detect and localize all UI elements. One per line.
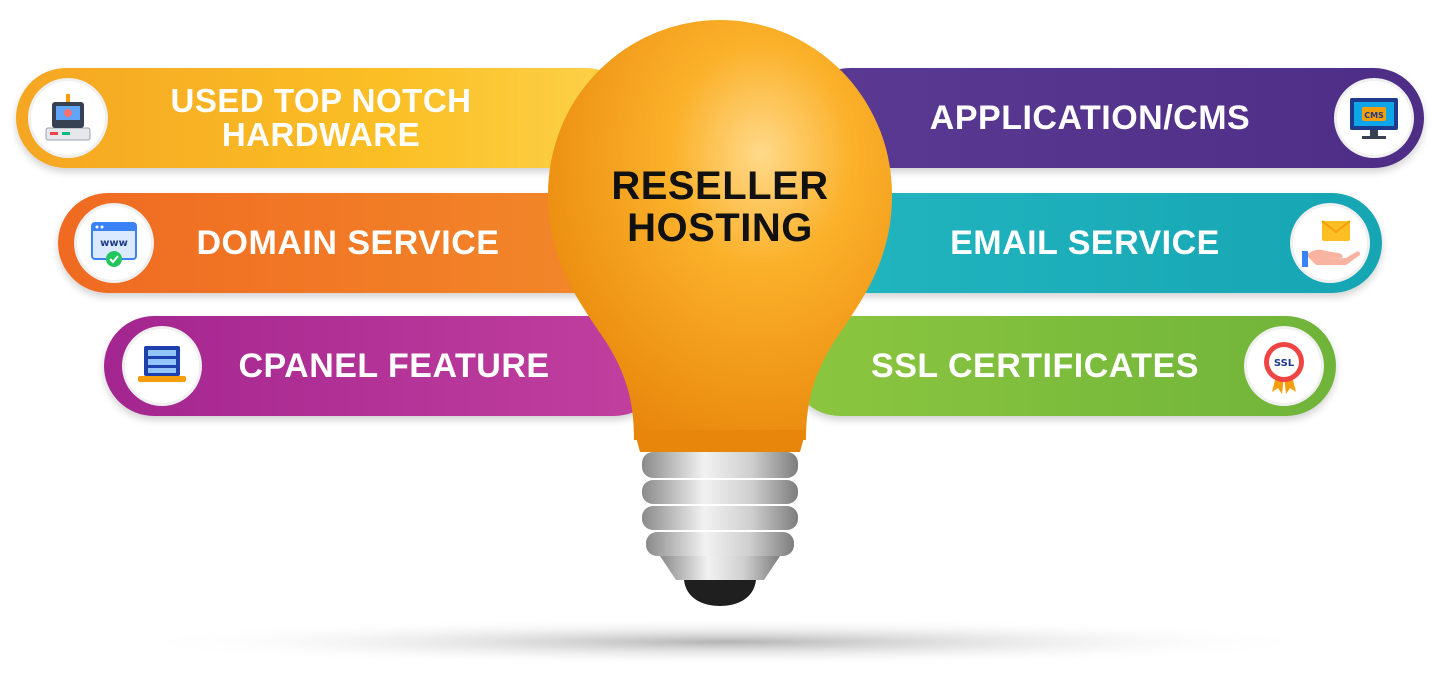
feature-hardware-label-line2: HARDWARE [221, 116, 421, 153]
feature-ssl-label: SSL CERTIFICATES [871, 347, 1199, 385]
feature-ssl: SSL CERTIFICATES SSL [790, 316, 1336, 416]
www-browser-icon: www [74, 203, 154, 283]
bulb-base-ring-2 [642, 480, 798, 504]
feature-hardware-label-line1: USED TOP NOTCH [170, 82, 472, 119]
feature-cms: APPLICATION/CMS CMS [800, 68, 1424, 168]
feature-cms-label: APPLICATION/CMS [929, 99, 1251, 137]
bulb-title: RESELLER HOSTING [565, 165, 875, 249]
feature-cpanel-label: CPANEL FEATURE [238, 347, 550, 385]
ground-shadow [126, 618, 1326, 666]
ssl-badge-icon: SSL [1244, 326, 1324, 406]
feature-email: EMAIL SERVICE [800, 193, 1382, 293]
bulb-base-tip [684, 580, 756, 606]
feature-domain-label: DOMAIN SERVICE [196, 224, 500, 262]
ssl-icon-text: SSL [1274, 358, 1295, 369]
svg-text:www: www [100, 238, 128, 249]
feature-domain: www DOMAIN SERVICE [58, 193, 648, 293]
bulb-base-ring-4 [646, 532, 794, 556]
cpanel-laptop-icon [122, 326, 202, 406]
bulb-base-ring-1 [642, 452, 798, 478]
hardware-machine-icon [28, 78, 108, 158]
feature-cpanel: CPANEL FEATURE [104, 316, 664, 416]
feature-hardware: USED TOP NOTCH HARDWARE [16, 68, 636, 168]
bulb-title-line1: RESELLER [611, 164, 829, 208]
cms-monitor-icon: CMS [1334, 78, 1414, 158]
bulb-title-line2: HOSTING [627, 206, 813, 250]
bulb-base-taper [660, 556, 780, 580]
bulb-neck [634, 430, 806, 452]
bulb-base-ring-3 [642, 506, 798, 530]
feature-email-label: EMAIL SERVICE [950, 224, 1220, 262]
feature-hardware-label: USED TOP NOTCH HARDWARE [136, 84, 506, 152]
cms-icon-text: CMS [1364, 111, 1384, 120]
email-hand-icon [1290, 203, 1370, 283]
